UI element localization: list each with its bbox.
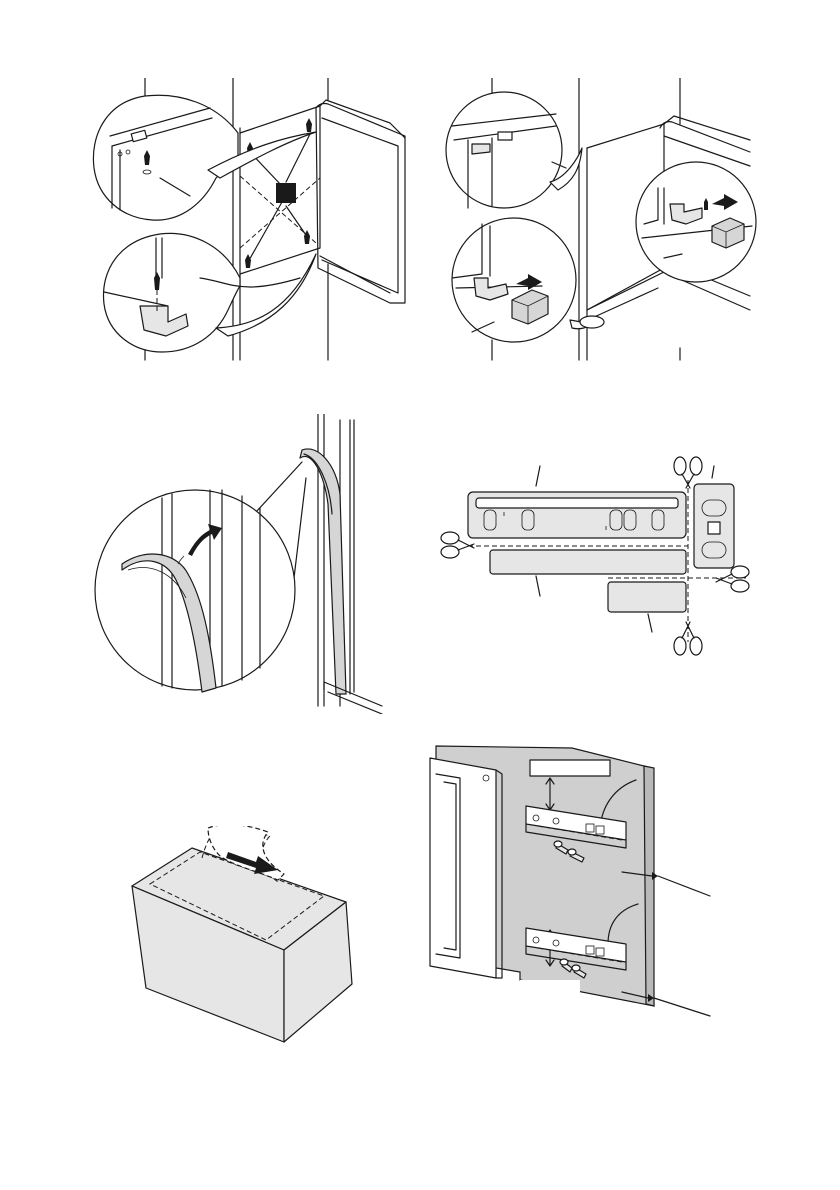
magnifier-circle [636, 162, 756, 282]
magnifier-circle [103, 233, 300, 352]
magnifier-circle [95, 490, 295, 692]
figure-mount-brackets-drawing [426, 744, 716, 1024]
figure-cut-bracket-strip [440, 456, 760, 686]
figure-hinge-screws-drawing [90, 78, 420, 363]
magnifier-circle [446, 92, 566, 208]
reference-marker-square [276, 183, 296, 203]
magnifier-circle [93, 95, 238, 220]
figure-spacer-blocks [432, 78, 762, 363]
figure-hinge-screws [90, 78, 420, 363]
dimension-label-box [530, 760, 610, 776]
figure-peel-tape-drawing [128, 826, 358, 1046]
scissors-icon [674, 622, 702, 655]
figure-door-seal-drawing [92, 414, 392, 714]
scissors-icon [716, 566, 749, 592]
figure-peel-tape [128, 826, 358, 1046]
scissors-icon [674, 457, 702, 488]
figure-spacer-blocks-drawing [432, 78, 762, 363]
figure-cut-bracket-strip-drawing [440, 456, 760, 686]
magnifier-circle [452, 218, 576, 342]
figure-mount-brackets [426, 744, 716, 1024]
figure-door-seal [92, 414, 392, 714]
door-seal-strip [300, 449, 346, 694]
